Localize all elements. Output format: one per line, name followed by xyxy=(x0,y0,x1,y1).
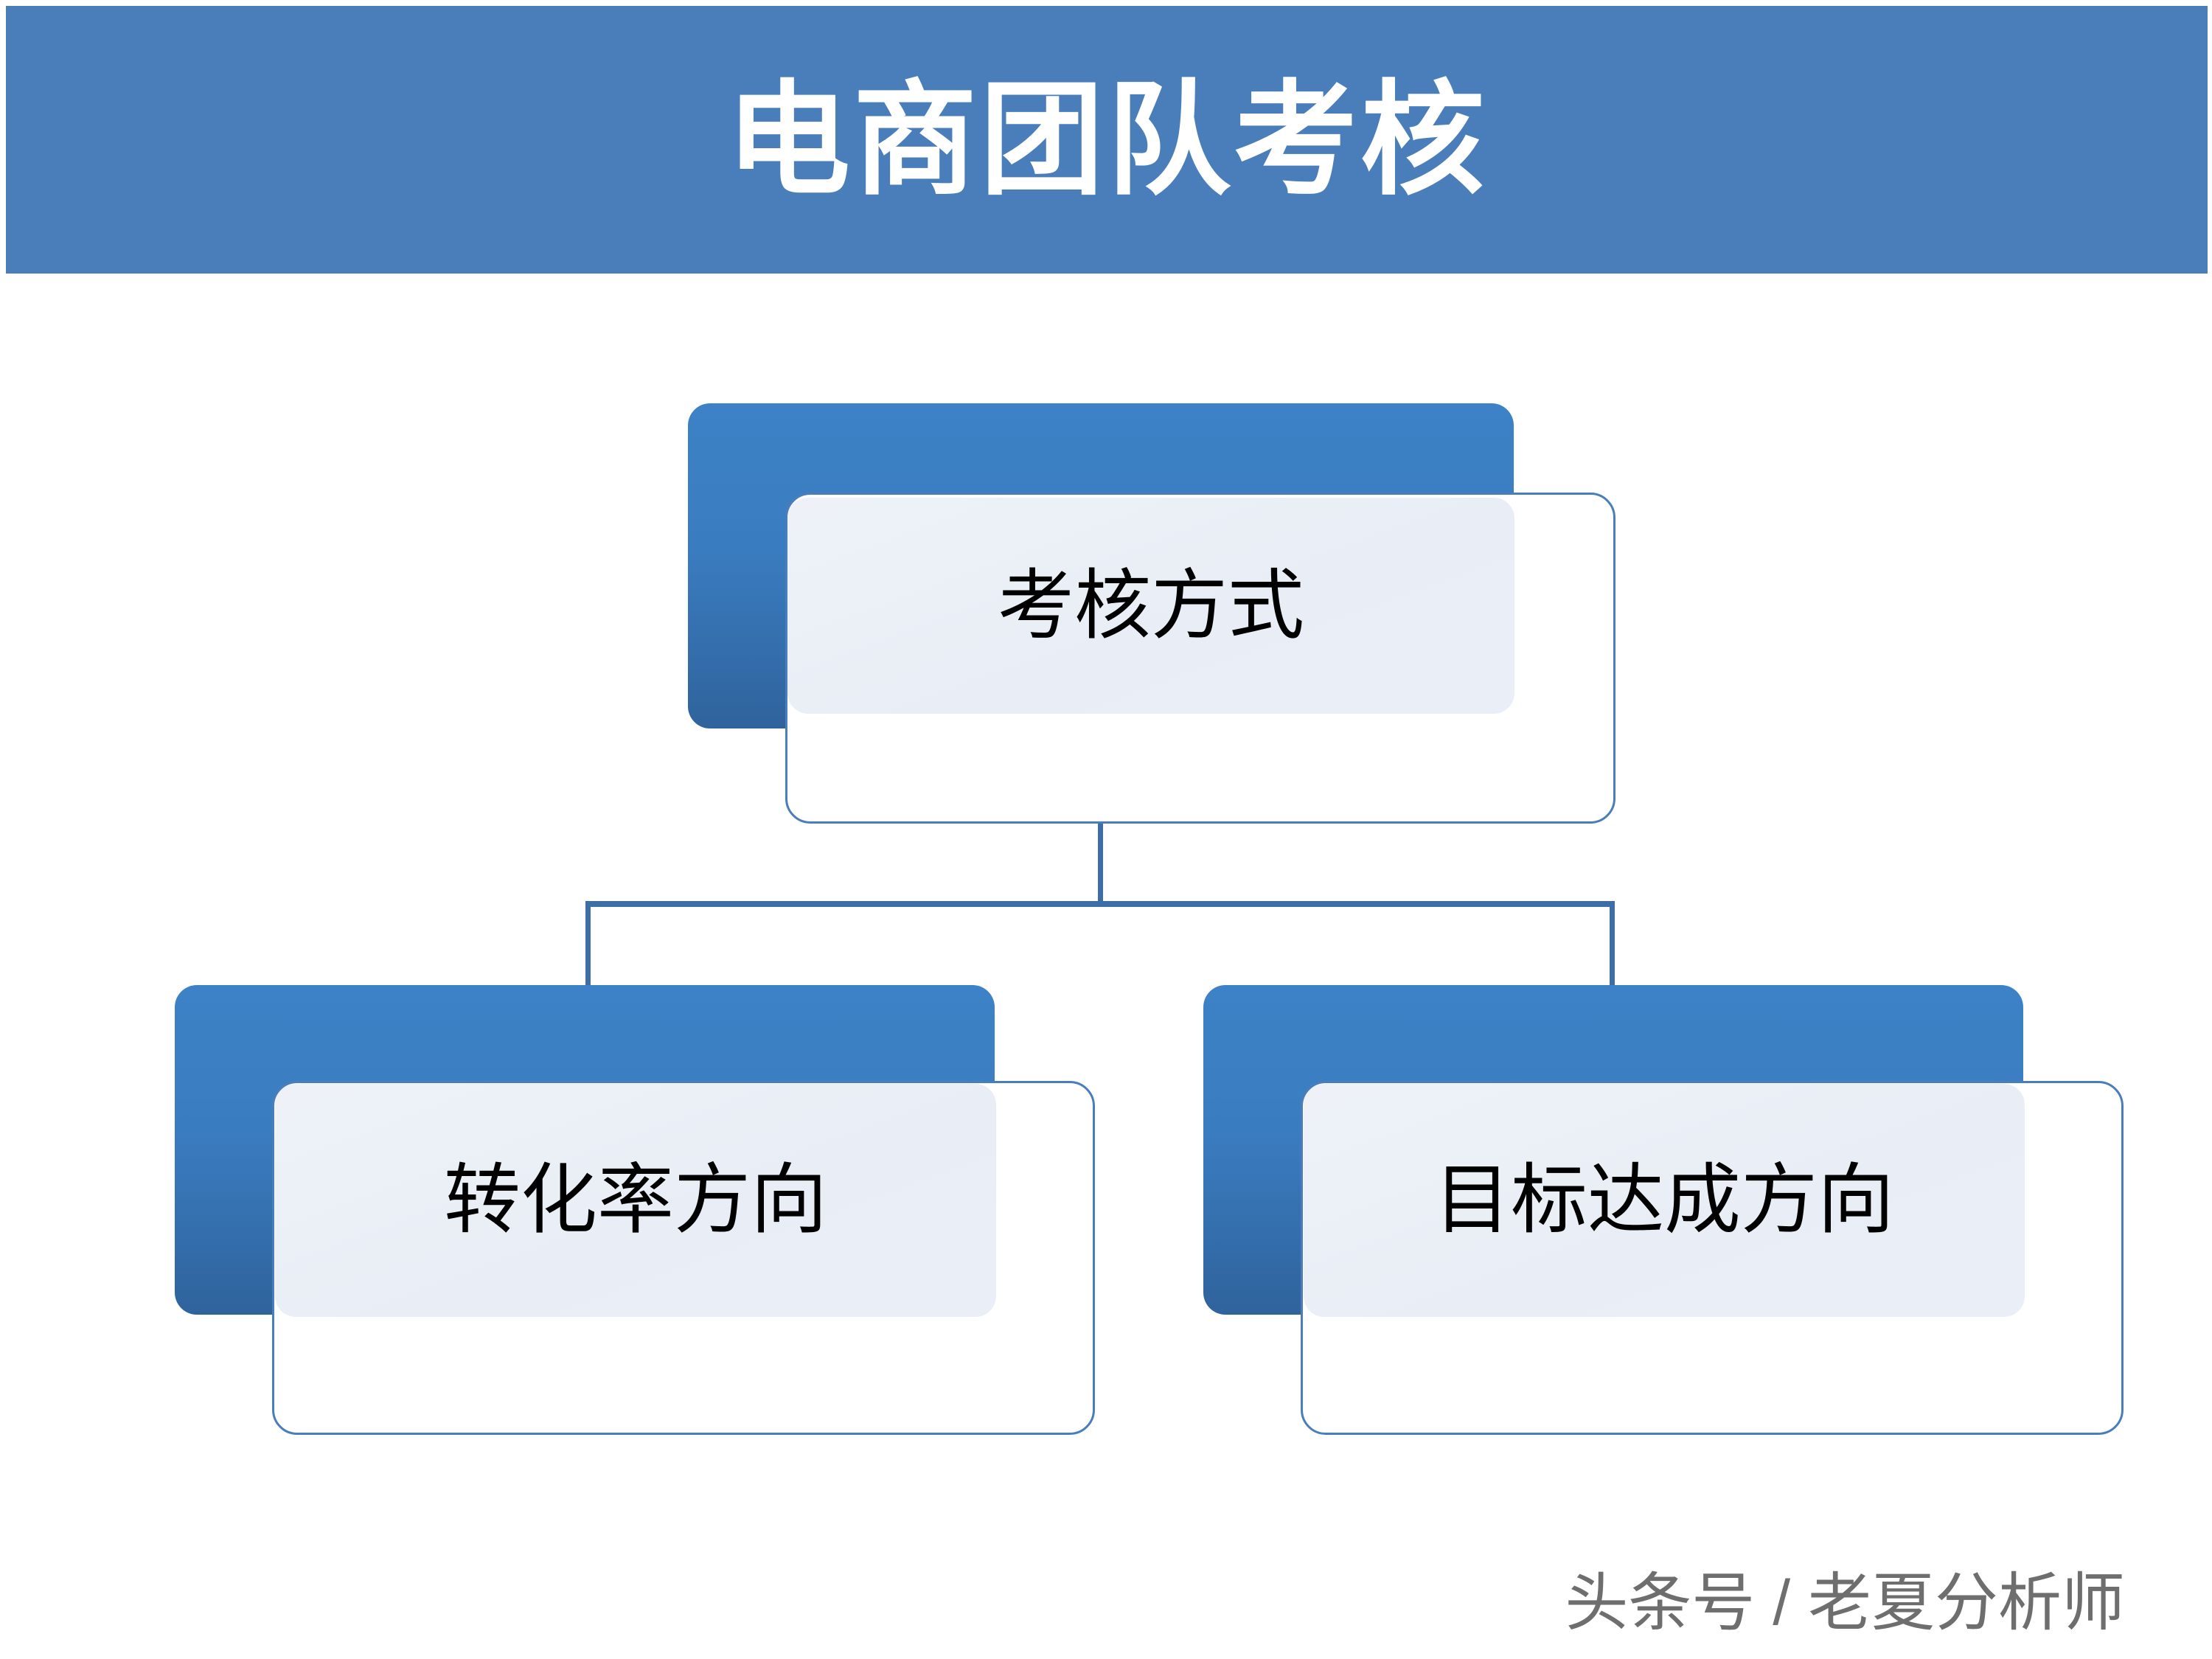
org-node-root[interactable]: 考核方式 xyxy=(688,403,1615,824)
page-title: 电商团队考核 xyxy=(726,70,1487,209)
org-node-child-conversion[interactable]: 转化率方向 xyxy=(175,985,1095,1435)
node-label-panel: 考核方式 xyxy=(787,498,1514,714)
connector-drop-right xyxy=(1610,901,1615,988)
connector-drop-left xyxy=(585,901,591,988)
org-node-root-label: 考核方式 xyxy=(997,563,1304,649)
watermark-author: 头条号 / 老夏分析师 xyxy=(1565,1568,2125,1638)
node-label-panel: 转化率方向 xyxy=(275,1084,996,1317)
title-banner: 电商团队考核 xyxy=(6,6,2208,274)
connector-stem-root xyxy=(1098,771,1103,905)
org-node-child-conversion-label: 转化率方向 xyxy=(443,1158,827,1243)
org-node-child-goal-label: 目标达成方向 xyxy=(1433,1158,1894,1243)
org-node-child-goal[interactable]: 目标达成方向 xyxy=(1203,985,2124,1435)
connector-horizontal-bus xyxy=(585,901,1615,907)
node-label-panel: 目标达成方向 xyxy=(1304,1084,2025,1317)
